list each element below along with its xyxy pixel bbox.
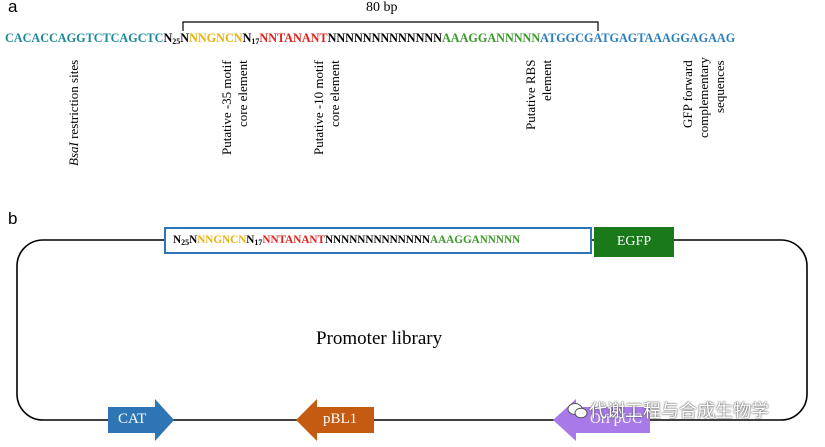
n25-subscript: 25 [172,37,181,46]
promoter-library-label: Promoter library [316,328,443,349]
motif-35: NNGNCN [189,31,243,45]
egfp-label: EGFP [616,234,652,249]
primer-sequence: CACACCAGGTCTCAGCTCN25NNNGNCNN17NNTANANTN… [5,31,735,46]
egfp-block: EGFP [594,227,674,257]
pbl1-arrow [296,399,374,441]
cat-arrow [108,399,174,441]
panel-b-label: b [8,209,18,228]
rbs-sequence: AAAGGANNNNN [441,31,541,45]
gfp-sequence: ATGGCGATGAGTAAAGGAGAAG [540,31,736,45]
bracket-label: 80 bp [366,0,398,15]
bracket-80bp [182,21,599,31]
spacer: NNNNNNNNNNNNN [327,31,442,45]
watermark-text: 代谢工程与合成生物学 [589,401,769,422]
n-after-25: N [180,31,190,45]
insert-sequence: N25NNNGNCNN17NNTANANTNNNNNNNNNNNNNAAAGGA… [173,234,521,247]
bsai-flank: CACACCAGGTCTCAGCTC [5,31,164,45]
watermark: 代谢工程与合成生物学 [567,397,769,423]
pbl1-label: pBL1 [323,411,358,427]
cat-label: CAT [118,411,147,427]
n25-base: N [163,31,173,45]
motif-10: NNTANANT [259,31,328,45]
panel-a-label: a [8,0,18,16]
wechat-icon [567,402,589,420]
n17-subscript: 17 [251,37,260,46]
promoter-insert-box [164,227,592,254]
ori-label: Ori pUC [590,411,643,427]
n17-base: N [242,31,252,45]
